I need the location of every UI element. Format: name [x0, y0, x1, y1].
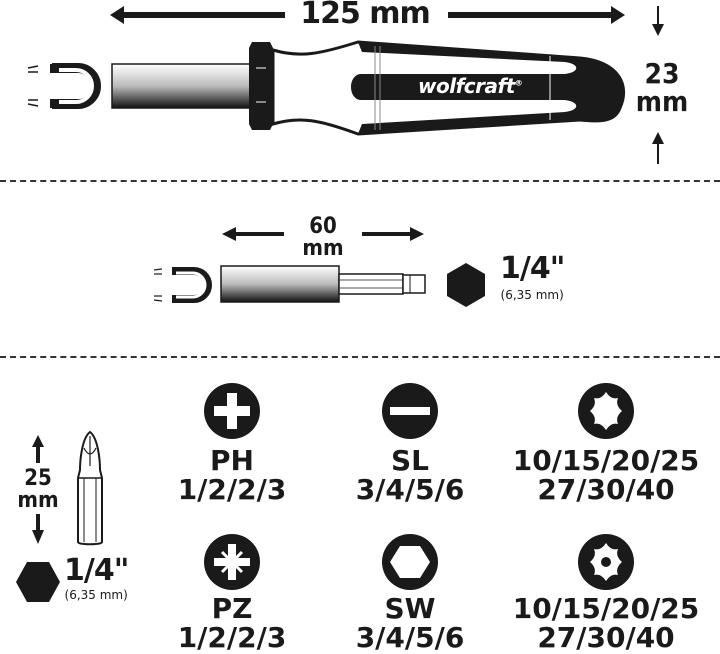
bit-type: SW: [384, 592, 436, 625]
phillips-icon: [204, 383, 260, 439]
bit-sizes-2: 27/30/40: [537, 473, 675, 507]
magnet-icon: [27, 63, 101, 109]
bit-length-value: 25: [24, 466, 52, 491]
bit-holder-hex-label: 1/4" (6,35 mm): [500, 251, 565, 303]
bit-label-torx-tamper: 10/15/20/25 27/30/40: [500, 594, 712, 653]
bit-label-ph: PH 1/2/2/3: [162, 446, 302, 505]
section-divider: [0, 180, 720, 182]
screwdriver-bit-icon: [77, 430, 103, 546]
bit-sizes: 10/15/20/25: [512, 444, 700, 477]
bit-label-pz: PZ 1/2/2/3: [162, 594, 302, 653]
bit-length-unit: mm: [17, 488, 59, 513]
length-arrow-icon: [110, 6, 625, 24]
bit-label-sw: SW 3/4/5/6: [340, 594, 480, 653]
bit-sizes-2: 27/30/40: [537, 621, 675, 654]
hex-size-metric: (6,35 mm): [64, 588, 128, 602]
bit-hex-label: 1/4" (6,35 mm): [64, 553, 129, 603]
hex-size-metric: (6,35 mm): [500, 288, 564, 302]
bit-sizes: 1/2/2/3: [177, 473, 287, 507]
handle-diameter-label: 23 mm: [630, 60, 694, 116]
hex-socket-icon: [382, 534, 438, 590]
section-divider: [0, 356, 720, 358]
brand-logo: wolfcraft®: [418, 74, 523, 98]
bit-label-torx: 10/15/20/25 27/30/40: [500, 446, 712, 505]
hex-size: 1/4": [64, 553, 129, 588]
bit-sizes: 1/2/2/3: [177, 621, 287, 654]
bit-sizes: 3/4/5/6: [355, 473, 465, 507]
registered-mark: ®: [514, 78, 523, 88]
bit-sizes: 10/15/20/25: [512, 592, 700, 625]
bit-length-label: 25 mm: [14, 468, 62, 512]
screwdriver-handle-icon: [111, 40, 626, 136]
bit-type: PH: [210, 444, 254, 477]
brand-name: wolfcraft: [418, 74, 515, 98]
bit-holder-length-value: 60: [309, 214, 337, 239]
arrow-down-icon: [32, 514, 44, 544]
bit-sizes: 3/4/5/6: [355, 621, 465, 654]
diameter-value: 23: [644, 57, 680, 90]
handle-length-label: 125 mm: [300, 0, 431, 31]
bit-type: PZ: [211, 592, 253, 625]
hex-shank-icon: [447, 263, 485, 307]
arrow-up-icon: [652, 132, 664, 164]
magnet-icon: [153, 267, 212, 303]
hex-size: 1/4": [500, 251, 565, 286]
torx-icon: [578, 383, 634, 439]
arrow-down-icon: [652, 6, 664, 36]
arrow-left-icon: [222, 227, 284, 241]
slotted-icon: [382, 383, 438, 439]
bit-holder-length-unit: mm: [302, 236, 344, 261]
pozidriv-icon: [204, 534, 260, 590]
bit-holder-length-label: 60 mm: [290, 216, 356, 260]
arrow-right-icon: [362, 227, 424, 241]
bit-label-sl: SL 3/4/5/6: [340, 446, 480, 505]
torx-tamper-icon: [578, 534, 634, 590]
bit-holder-icon: [220, 265, 426, 303]
diameter-unit: mm: [635, 85, 689, 118]
bit-type: SL: [390, 444, 429, 477]
arrow-up-icon: [32, 435, 44, 463]
hex-shank-icon: [16, 562, 60, 602]
